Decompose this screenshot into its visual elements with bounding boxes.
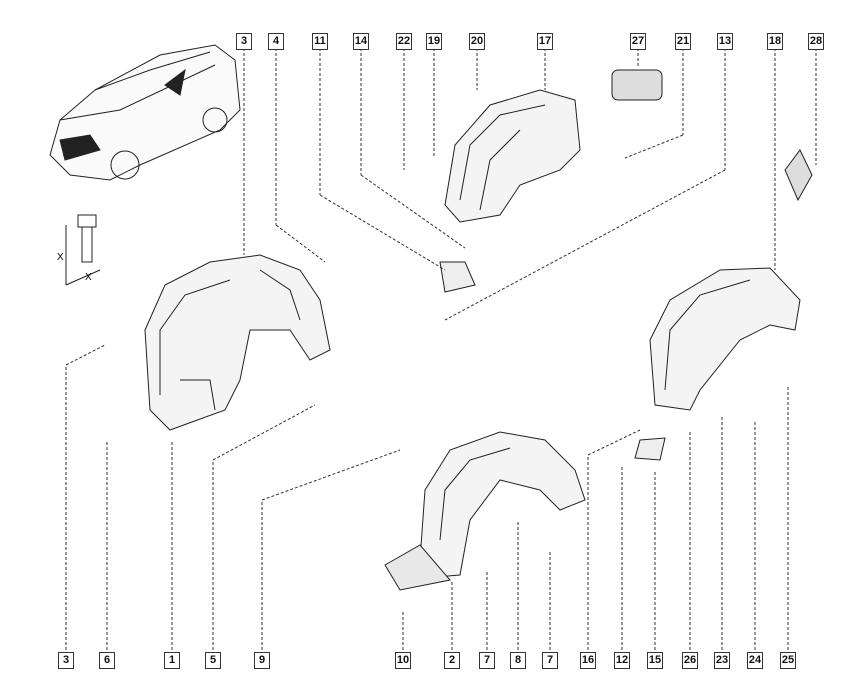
callout-13[interactable]: 13 xyxy=(717,33,733,50)
callout-21[interactable]: 21 xyxy=(675,33,691,50)
callout-1[interactable]: 1 xyxy=(164,652,180,669)
callout-22[interactable]: 22 xyxy=(396,33,412,50)
dimension-x-vertical: X xyxy=(57,252,64,263)
callout-10[interactable]: 10 xyxy=(395,652,411,669)
rear-wheel-liner-top xyxy=(444,89,581,223)
callout-7b[interactable]: 7 xyxy=(542,652,558,669)
bracket-part xyxy=(784,149,813,202)
callout-24[interactable]: 24 xyxy=(747,652,763,669)
dimension-x-horizontal: X xyxy=(85,272,92,283)
callout-17[interactable]: 17 xyxy=(537,33,553,50)
bolt-dimension-illustration xyxy=(65,214,101,286)
callout-2[interactable]: 2 xyxy=(444,652,460,669)
front-wheel-liner xyxy=(144,254,331,431)
vehicle-illustration xyxy=(49,44,241,181)
grille-clip-part xyxy=(611,69,663,101)
callout-3-bottom[interactable]: 3 xyxy=(58,652,74,669)
callout-25[interactable]: 25 xyxy=(780,652,796,669)
callout-8[interactable]: 8 xyxy=(510,652,526,669)
callout-27[interactable]: 27 xyxy=(630,33,646,50)
callout-12[interactable]: 12 xyxy=(614,652,630,669)
callout-19[interactable]: 19 xyxy=(426,33,442,50)
callout-18[interactable]: 18 xyxy=(767,33,783,50)
callout-3-top[interactable]: 3 xyxy=(236,33,252,50)
callout-6[interactable]: 6 xyxy=(99,652,115,669)
callout-5[interactable]: 5 xyxy=(205,652,221,669)
callout-28[interactable]: 28 xyxy=(808,33,824,50)
callout-14[interactable]: 14 xyxy=(353,33,369,50)
bracket-14 xyxy=(439,261,476,293)
callout-11[interactable]: 11 xyxy=(312,33,328,50)
callout-7a[interactable]: 7 xyxy=(479,652,495,669)
rear-wheel-liner-right xyxy=(649,267,801,411)
bracket-12 xyxy=(634,437,666,461)
callout-20[interactable]: 20 xyxy=(469,33,485,50)
callout-4[interactable]: 4 xyxy=(268,33,284,50)
callout-23[interactable]: 23 xyxy=(714,652,730,669)
callout-15[interactable]: 15 xyxy=(647,652,663,669)
front-wheel-liner-bottom xyxy=(384,431,586,591)
callout-26[interactable]: 26 xyxy=(682,652,698,669)
callout-9[interactable]: 9 xyxy=(254,652,270,669)
callout-16[interactable]: 16 xyxy=(580,652,596,669)
leader-lines xyxy=(65,48,817,650)
